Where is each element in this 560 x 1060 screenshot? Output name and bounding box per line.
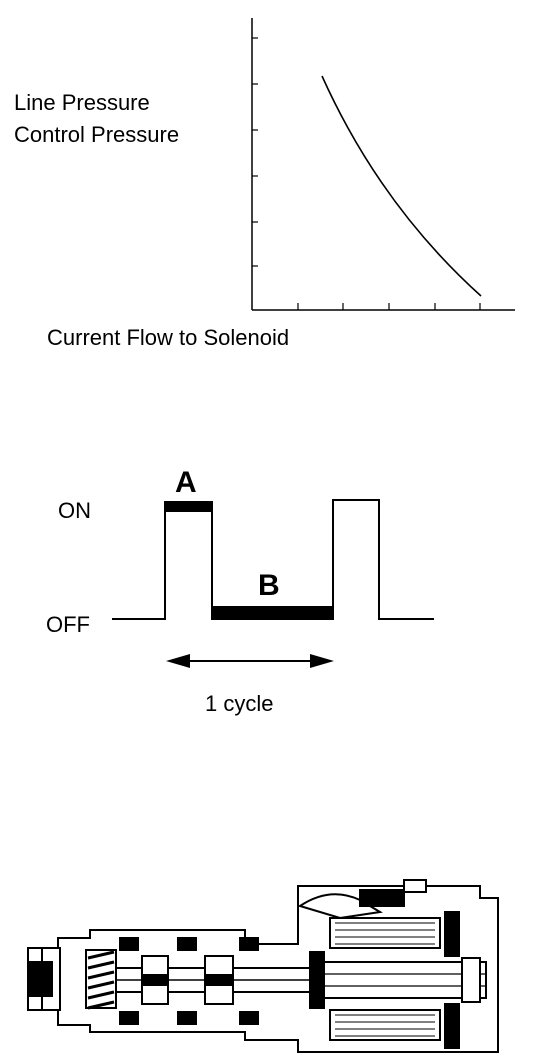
cycle-label: 1 cycle	[205, 691, 274, 716]
segment-a-highlight	[165, 502, 212, 512]
marker-a-label: A	[175, 466, 197, 499]
marker-b-label: B	[258, 569, 280, 602]
on-state-label: ON	[58, 498, 91, 523]
pressure-graph	[251, 18, 515, 311]
solenoid-valve-cross-section-icon	[27, 879, 499, 1053]
y-ticks	[252, 37, 258, 267]
segment-b-highlight	[212, 606, 333, 619]
cycle-arrow-left-head	[166, 654, 190, 668]
x-axis-label: Current Flow to Solenoid	[47, 325, 290, 350]
x-ticks	[297, 303, 481, 310]
off-state-label: OFF	[46, 612, 90, 637]
duty-cycle-waveform	[112, 499, 434, 668]
cycle-arrow-right-head	[310, 654, 334, 668]
pressure-curve	[321, 75, 482, 297]
y-axis-label-control-pressure: Control Pressure	[14, 122, 180, 147]
y-axis-label-line-pressure: Line Pressure	[14, 90, 150, 115]
